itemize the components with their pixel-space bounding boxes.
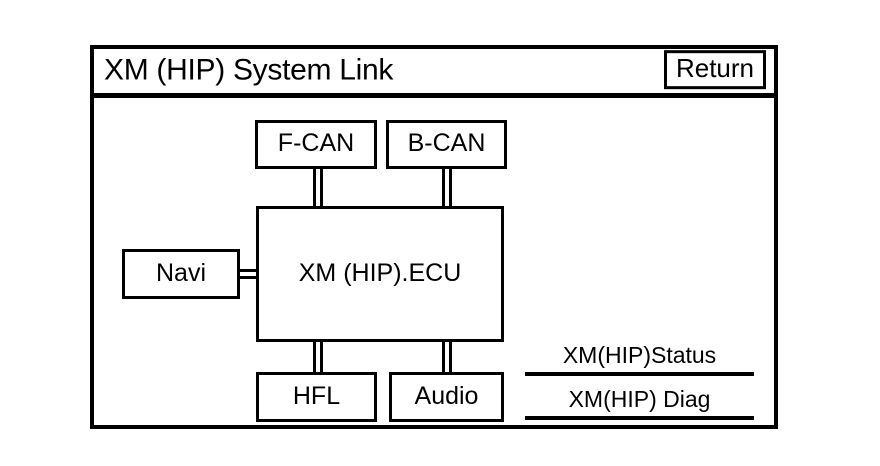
connector-navi-to-ecu [237,269,259,279]
system-link-diagram: F-CAN B-CAN XM (HIP).ECU Navi HFL Audio … [94,98,774,425]
page-title: XM (HIP) System Link [104,53,394,87]
diagram-node-label: F-CAN [277,129,355,157]
return-button[interactable]: Return [663,50,766,89]
diagram-node-audio[interactable]: Audio [389,372,504,422]
diagram-node-f-can[interactable]: F-CAN [255,120,377,169]
diagram-node-label: B-CAN [407,129,486,157]
connector-bcan-to-ecu [442,166,452,210]
connector-ecu-to-hfl [313,339,323,375]
connector-ecu-to-audio [442,339,452,375]
title-bar: XM (HIP) System Link Return [94,49,774,98]
diagram-node-label: XM (HIP).ECU [298,258,462,287]
diagram-node-b-can[interactable]: B-CAN [386,120,507,169]
status-menu-item-xm-hip-status[interactable]: XM(HIP)Status [525,344,754,376]
diagram-node-label: HFL [292,381,341,410]
system-link-window: XM (HIP) System Link Return F-CAN B-CAN … [90,45,778,429]
connector-fcan-to-ecu [313,166,323,210]
diagram-node-navi[interactable]: Navi [122,249,240,299]
status-menu: XM(HIP)Status XM(HIP) Diag [525,344,754,420]
diagram-node-hfl[interactable]: HFL [256,372,377,422]
diagram-node-xm-hip-ecu[interactable]: XM (HIP).ECU [256,206,504,342]
diagram-node-label: Navi [155,258,206,287]
status-menu-item-xm-hip-diag[interactable]: XM(HIP) Diag [525,388,754,420]
diagram-node-label: Audio [414,381,479,410]
